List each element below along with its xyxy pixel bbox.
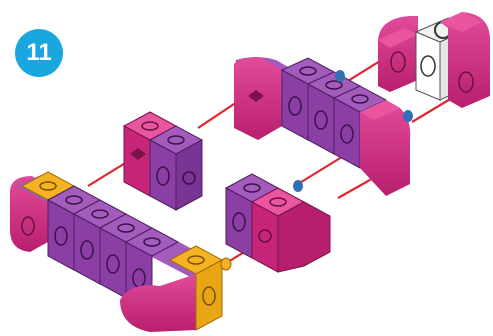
top-right-assembly [378, 12, 490, 108]
step-number: 11 [26, 39, 52, 66]
middle-pair [122, 111, 204, 211]
gear-icon [258, 229, 272, 243]
step-number-badge: 11 [15, 29, 63, 77]
bottom-long-row [10, 171, 232, 332]
axle-peg [293, 180, 303, 192]
axle-peg [220, 257, 232, 271]
axle-peg [335, 70, 345, 82]
upper-long-row [234, 57, 413, 196]
lower-pair [224, 173, 331, 273]
axle-peg [403, 110, 413, 122]
gear-icon [182, 171, 196, 185]
